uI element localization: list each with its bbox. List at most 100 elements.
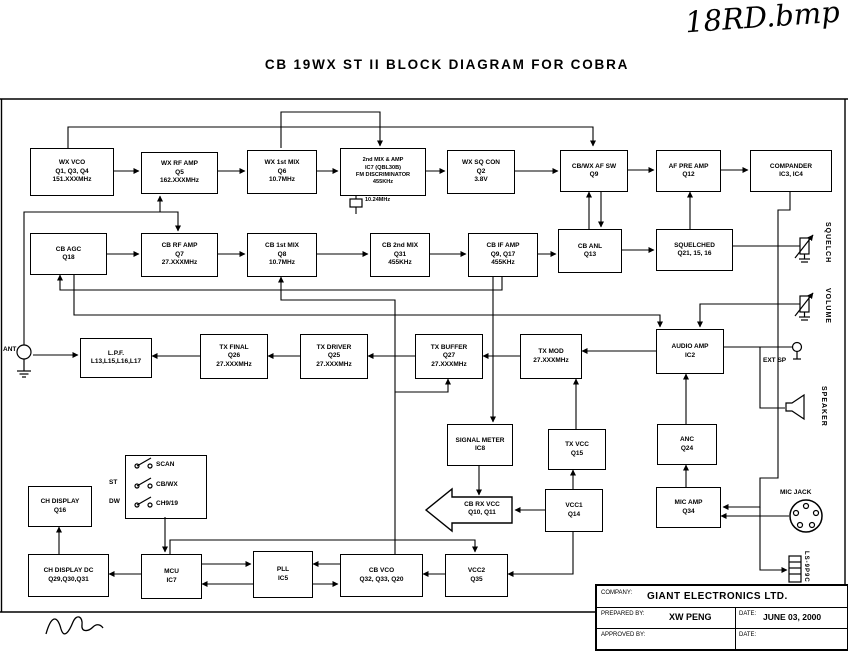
ext-sp-jack-icon [791, 341, 803, 353]
connector-icon [788, 555, 802, 583]
block-tx-vcc-l2: Q15 [570, 449, 584, 457]
block-cb-if-amp-l1: CB IF AMP [486, 242, 520, 250]
block-ch-display-dc-l2: Q29,Q30,Q31 [48, 575, 89, 583]
block-cb-1st-mix-l2: Q8 [277, 250, 287, 258]
cb-rx-vcc-arrow-outline [424, 487, 513, 533]
block-cb-rf-amp-l2: Q7 [175, 250, 184, 258]
crystal-label: 10.24MHz [365, 197, 391, 203]
signal-wires [23, 111, 800, 587]
date-value: JUNE 03, 2000 [763, 612, 822, 622]
prepared-name: XW PENG [669, 612, 712, 622]
block-cb-if-amp-l2: Q9, Q17 [490, 250, 516, 258]
block-ch-display-l2: Q16 [53, 506, 67, 514]
block-signal-meter-l1: SIGNAL METER [455, 436, 505, 444]
block-mcu-l1: MCU [164, 568, 179, 576]
block-tx-driver-l1: TX DRIVER [316, 343, 352, 351]
block-cb-agc-l2: Q18 [62, 254, 75, 261]
block-wx-rf-amp-l3: 162.XXXMHz [159, 177, 200, 185]
block-mix2-amp-l4: 455KHz [372, 179, 394, 186]
block-tx-buffer-l3: 27.XXXMHz [431, 360, 467, 368]
block-tx-driver-l3: 27.XXXMHz [316, 360, 352, 368]
block-vcc2-l2: Q35 [470, 575, 483, 583]
block-tx-final-l1: TX FINAL [219, 343, 249, 351]
volume-label: VOLUME [824, 288, 831, 324]
function-switch-box[interactable] [125, 455, 207, 519]
date-label: DATE: [739, 611, 757, 617]
block-ch-display-l1: CH DISPLAY [40, 498, 80, 506]
block-cb-anl-l1: CB ANL [577, 242, 603, 250]
block-cb-agc-l1: CB AGC [55, 245, 82, 253]
switch-side-st: ST [109, 479, 118, 486]
switch-row-cbwx[interactable]: CB/WX [156, 481, 178, 488]
switch-row-scan[interactable]: SCAN [156, 461, 175, 468]
block-lpf: L.P.F.L13,L15,L16,L17 [80, 338, 152, 378]
block-cb-wx-af-sw-l2: Q9 [589, 171, 599, 178]
block-cb-rx-vcc-l1: CB RX VCC [464, 500, 500, 508]
squelch-label: SQUELCH [824, 222, 831, 264]
titleblock-divider [597, 628, 847, 629]
crystal-icon [349, 198, 363, 208]
block-ch-display-dc-l1: CH DISPLAY DC [43, 567, 94, 575]
block-cb-if-amp-l3: 455KHz [491, 259, 515, 267]
block-lpf-l2: L13,L15,L16,L17 [90, 358, 142, 365]
block-cb-1st-mix-l3: 10.7MHz [268, 259, 295, 267]
switch-side-dw: DW [109, 498, 120, 505]
component-symbols [16, 198, 823, 583]
block-cb-1st-mix-l1: CB 1st MIX [265, 242, 299, 250]
block-mix2-amp-l2: IC7 (QBL30B) [364, 164, 402, 171]
block-cb-2nd-mix-l1: CB 2nd MIX [381, 242, 419, 250]
block-mix2-amp-l3: FM DISCRIMINATOR [355, 172, 411, 178]
block-mic-amp-l2: Q34 [682, 507, 695, 515]
block-vcc2-l1: VCC2 [467, 567, 486, 575]
block-wx-1st-mix-l3: 10.7MHz [268, 176, 295, 184]
mic-jack-label: MIC JACK [780, 489, 812, 496]
block-audio-amp-l2: IC2 [684, 351, 696, 359]
block-tx-final-l2: Q26 [227, 352, 241, 360]
block-tx-final-l3: 27.XXXMHz [216, 360, 252, 368]
block-af-pre-amp-l1: AF PRE AMP [668, 162, 709, 170]
block-tx-buffer-l2: Q27 [442, 352, 456, 360]
block-tx-mod-l2: 27.XXXMHz [533, 356, 569, 364]
mic-jack-icon [789, 499, 823, 533]
block-wx-rf-amp-l2: Q5 [175, 168, 184, 176]
block-squelched-l1: SQUELCHED [674, 241, 715, 249]
frame-lines [0, 98, 848, 649]
block-wx-sq-con-l2: Q2 [476, 167, 486, 175]
block-wx-sq-con-l3: 3.8V [474, 176, 488, 184]
block-cb-rf-amp-l3: 27.XXXMHz [161, 259, 198, 267]
block-audio-amp-l1: AUDIO AMP [671, 343, 709, 351]
switch-row-ch919[interactable]: CH9/19 [156, 500, 179, 507]
block-cb-2nd-mix-l3: 455KHz [388, 259, 412, 267]
prepared-label: PREPARED BY: [601, 611, 645, 617]
block-pll-l1: PLL [276, 566, 290, 574]
block-anc-l1: ANC [679, 436, 695, 444]
block-signal-meter-l2: IC8 [474, 445, 486, 452]
block-tx-mod-l1: TX MOD [538, 348, 564, 356]
block-cb-vco-l1: CB VCO [368, 567, 395, 575]
block-wx-1st-mix-l2: Q6 [277, 167, 287, 175]
block-af-pre-amp-l2: Q12 [682, 171, 695, 178]
